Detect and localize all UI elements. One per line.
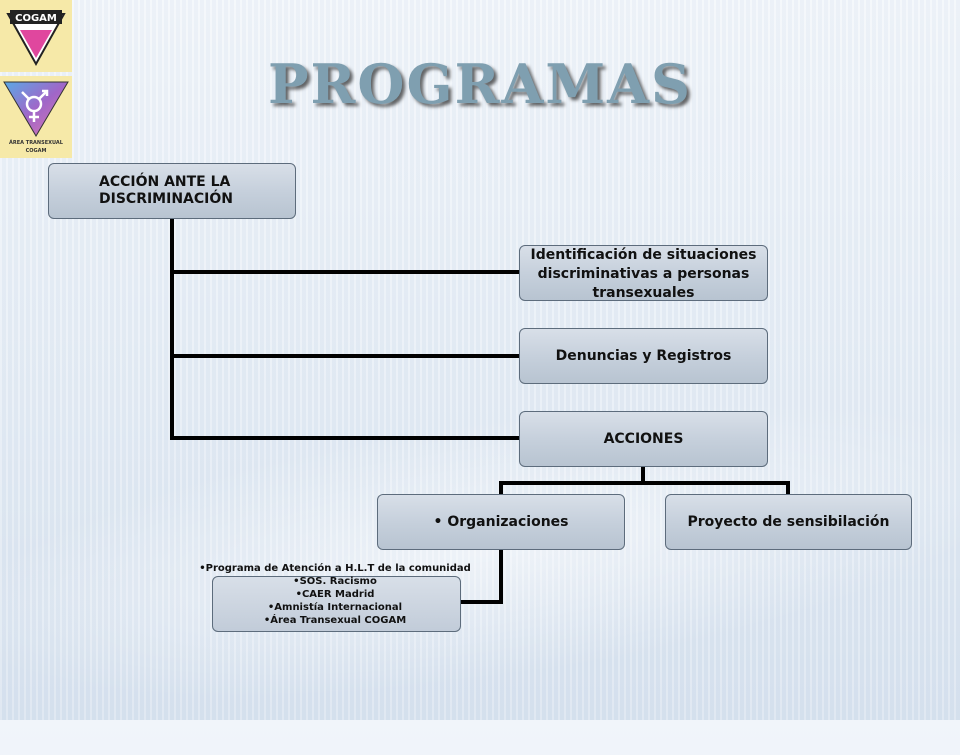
logo-caption-line2: COGAM <box>25 148 47 154</box>
diagram-connectors <box>170 219 790 604</box>
transgender-symbol-icon <box>3 81 69 137</box>
node-accion-discriminacion: ACCIÓN ANTE LA DISCRIMINACIÓN <box>48 163 296 219</box>
node-organizaciones: • Organizaciones <box>377 494 625 550</box>
list-item: Programa de Atención a H.L.T de la comun… <box>180 562 490 575</box>
cogam-logo-text: COGAM <box>15 13 57 24</box>
node-denuncias-registros: Denuncias y Registros <box>519 328 768 384</box>
node-identificacion: Identificación de situaciones discrimina… <box>519 245 768 301</box>
list-item: Área Transexual COGAM <box>180 614 490 627</box>
list-item: SOS. Racismo <box>180 575 490 588</box>
node-proyecto-sensibilizacion: Proyecto de sensibilación <box>665 494 912 550</box>
area-transexual-logo: ÁREA TRANSEXUAL COGAM <box>0 76 72 158</box>
node-acciones: ACCIONES <box>519 411 768 467</box>
cogam-logo: COGAM <box>0 0 72 72</box>
list-item: CAER Madrid <box>180 588 490 601</box>
logo-caption-line1: ÁREA TRANSEXUAL <box>9 140 63 146</box>
list-item: Amnistía Internacional <box>180 601 490 614</box>
cogam-logo-icon: COGAM <box>6 10 66 67</box>
page-title: PROGRAMAS <box>267 52 693 116</box>
organizaciones-list: Programa de Atención a H.L.T de la comun… <box>180 562 490 627</box>
